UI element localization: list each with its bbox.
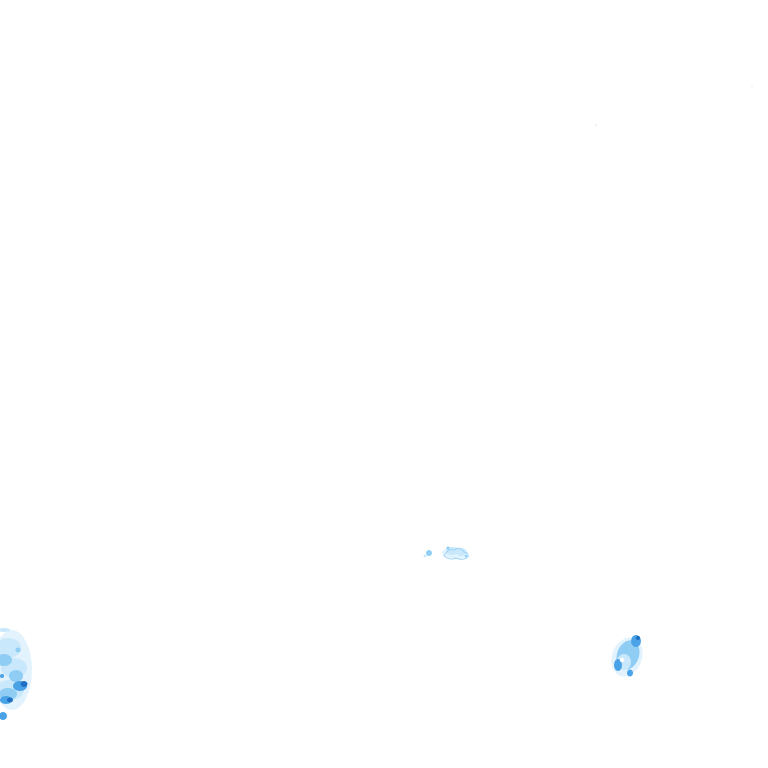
radar-speck: [595, 124, 597, 126]
echo-cell-center: [423, 546, 469, 560]
echo-cell-southeast: [611, 635, 643, 677]
echo-cell-southwest: [0, 628, 32, 720]
radar-speck: [751, 85, 753, 87]
